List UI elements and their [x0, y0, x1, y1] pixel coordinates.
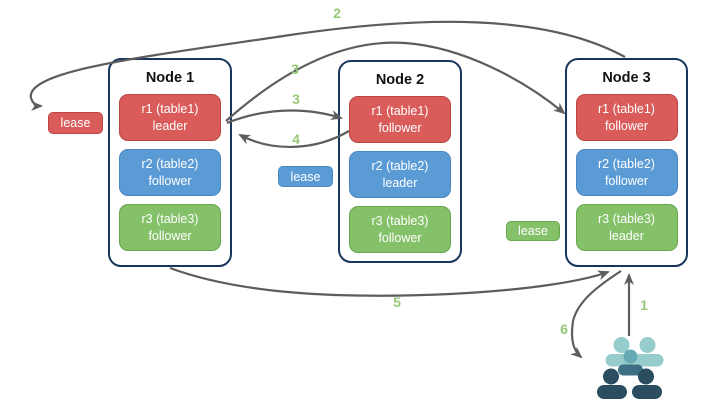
replica-name: r2 (table2) — [598, 157, 655, 171]
node-2-title: Node 2 — [375, 72, 425, 88]
node-1: Node 1 r1 (table1) leader r2 (table2) fo… — [108, 58, 232, 267]
arrow-step5-node1-to-node3 — [169, 266, 610, 297]
replica-role: follower — [148, 228, 192, 243]
node-1-title: Node 1 — [145, 70, 195, 86]
replica-role: leader — [609, 228, 644, 243]
node-3-replica-r2: r2 (table2) follower — [575, 149, 678, 196]
replica-role: follower — [378, 120, 422, 135]
step-label-4: 4 — [292, 131, 300, 147]
step-label-1: 1 — [640, 297, 648, 313]
node-2-replica-r2: r2 (table2) leader — [349, 151, 451, 198]
node-2-replica-r1: r1 (table1) follower — [349, 96, 451, 143]
step-label-5: 5 — [393, 294, 401, 310]
replica-role: leader — [382, 175, 418, 190]
step-label-3a: 3 — [291, 61, 299, 77]
node-3-title: Node 3 — [602, 70, 651, 86]
replica-name: r2 (table2) — [371, 159, 429, 173]
replica-name: r1 (table1) — [371, 104, 429, 118]
replica-name: r3 (table3) — [371, 214, 429, 228]
step-label-2: 2 — [333, 5, 341, 21]
node-3-replica-r1: r1 (table1) follower — [575, 94, 678, 141]
node-1-replica-r2: r2 (table2) follower — [119, 149, 221, 196]
node-2-replica-r3: r3 (table3) follower — [349, 206, 451, 253]
node-1-replica-r1: r1 (table1) leader — [119, 94, 221, 141]
lease-tag-r2: lease — [278, 166, 333, 187]
replica-role: follower — [604, 118, 649, 133]
replica-name: r1 (table1) — [141, 102, 199, 116]
replica-name: r2 (table2) — [141, 157, 199, 171]
replica-role: follower — [604, 173, 649, 188]
replica-name: r3 (table3) — [141, 212, 199, 226]
replica-name: r3 (table3) — [598, 212, 655, 226]
replica-role: leader — [152, 118, 188, 133]
node-3-replica-r3: r3 (table3) leader — [575, 204, 678, 251]
users-group-icon — [597, 337, 664, 399]
node-1-replica-r3: r3 (table3) follower — [119, 204, 221, 251]
lease-tag-r1: lease — [48, 112, 103, 134]
step-label-3b: 3 — [292, 91, 300, 107]
replica-role: follower — [378, 230, 422, 245]
node-3: Node 3 r1 (table1) follower r2 (table2) … — [565, 58, 688, 267]
replica-name: r1 (table1) — [598, 102, 655, 116]
step-label-6: 6 — [560, 321, 568, 337]
lease-tag-r3: lease — [506, 221, 560, 241]
arrow-step3-leader-to-node2 — [226, 109, 343, 125]
replica-role: follower — [148, 173, 192, 188]
node-2: Node 2 r1 (table1) follower r2 (table2) … — [338, 60, 462, 263]
